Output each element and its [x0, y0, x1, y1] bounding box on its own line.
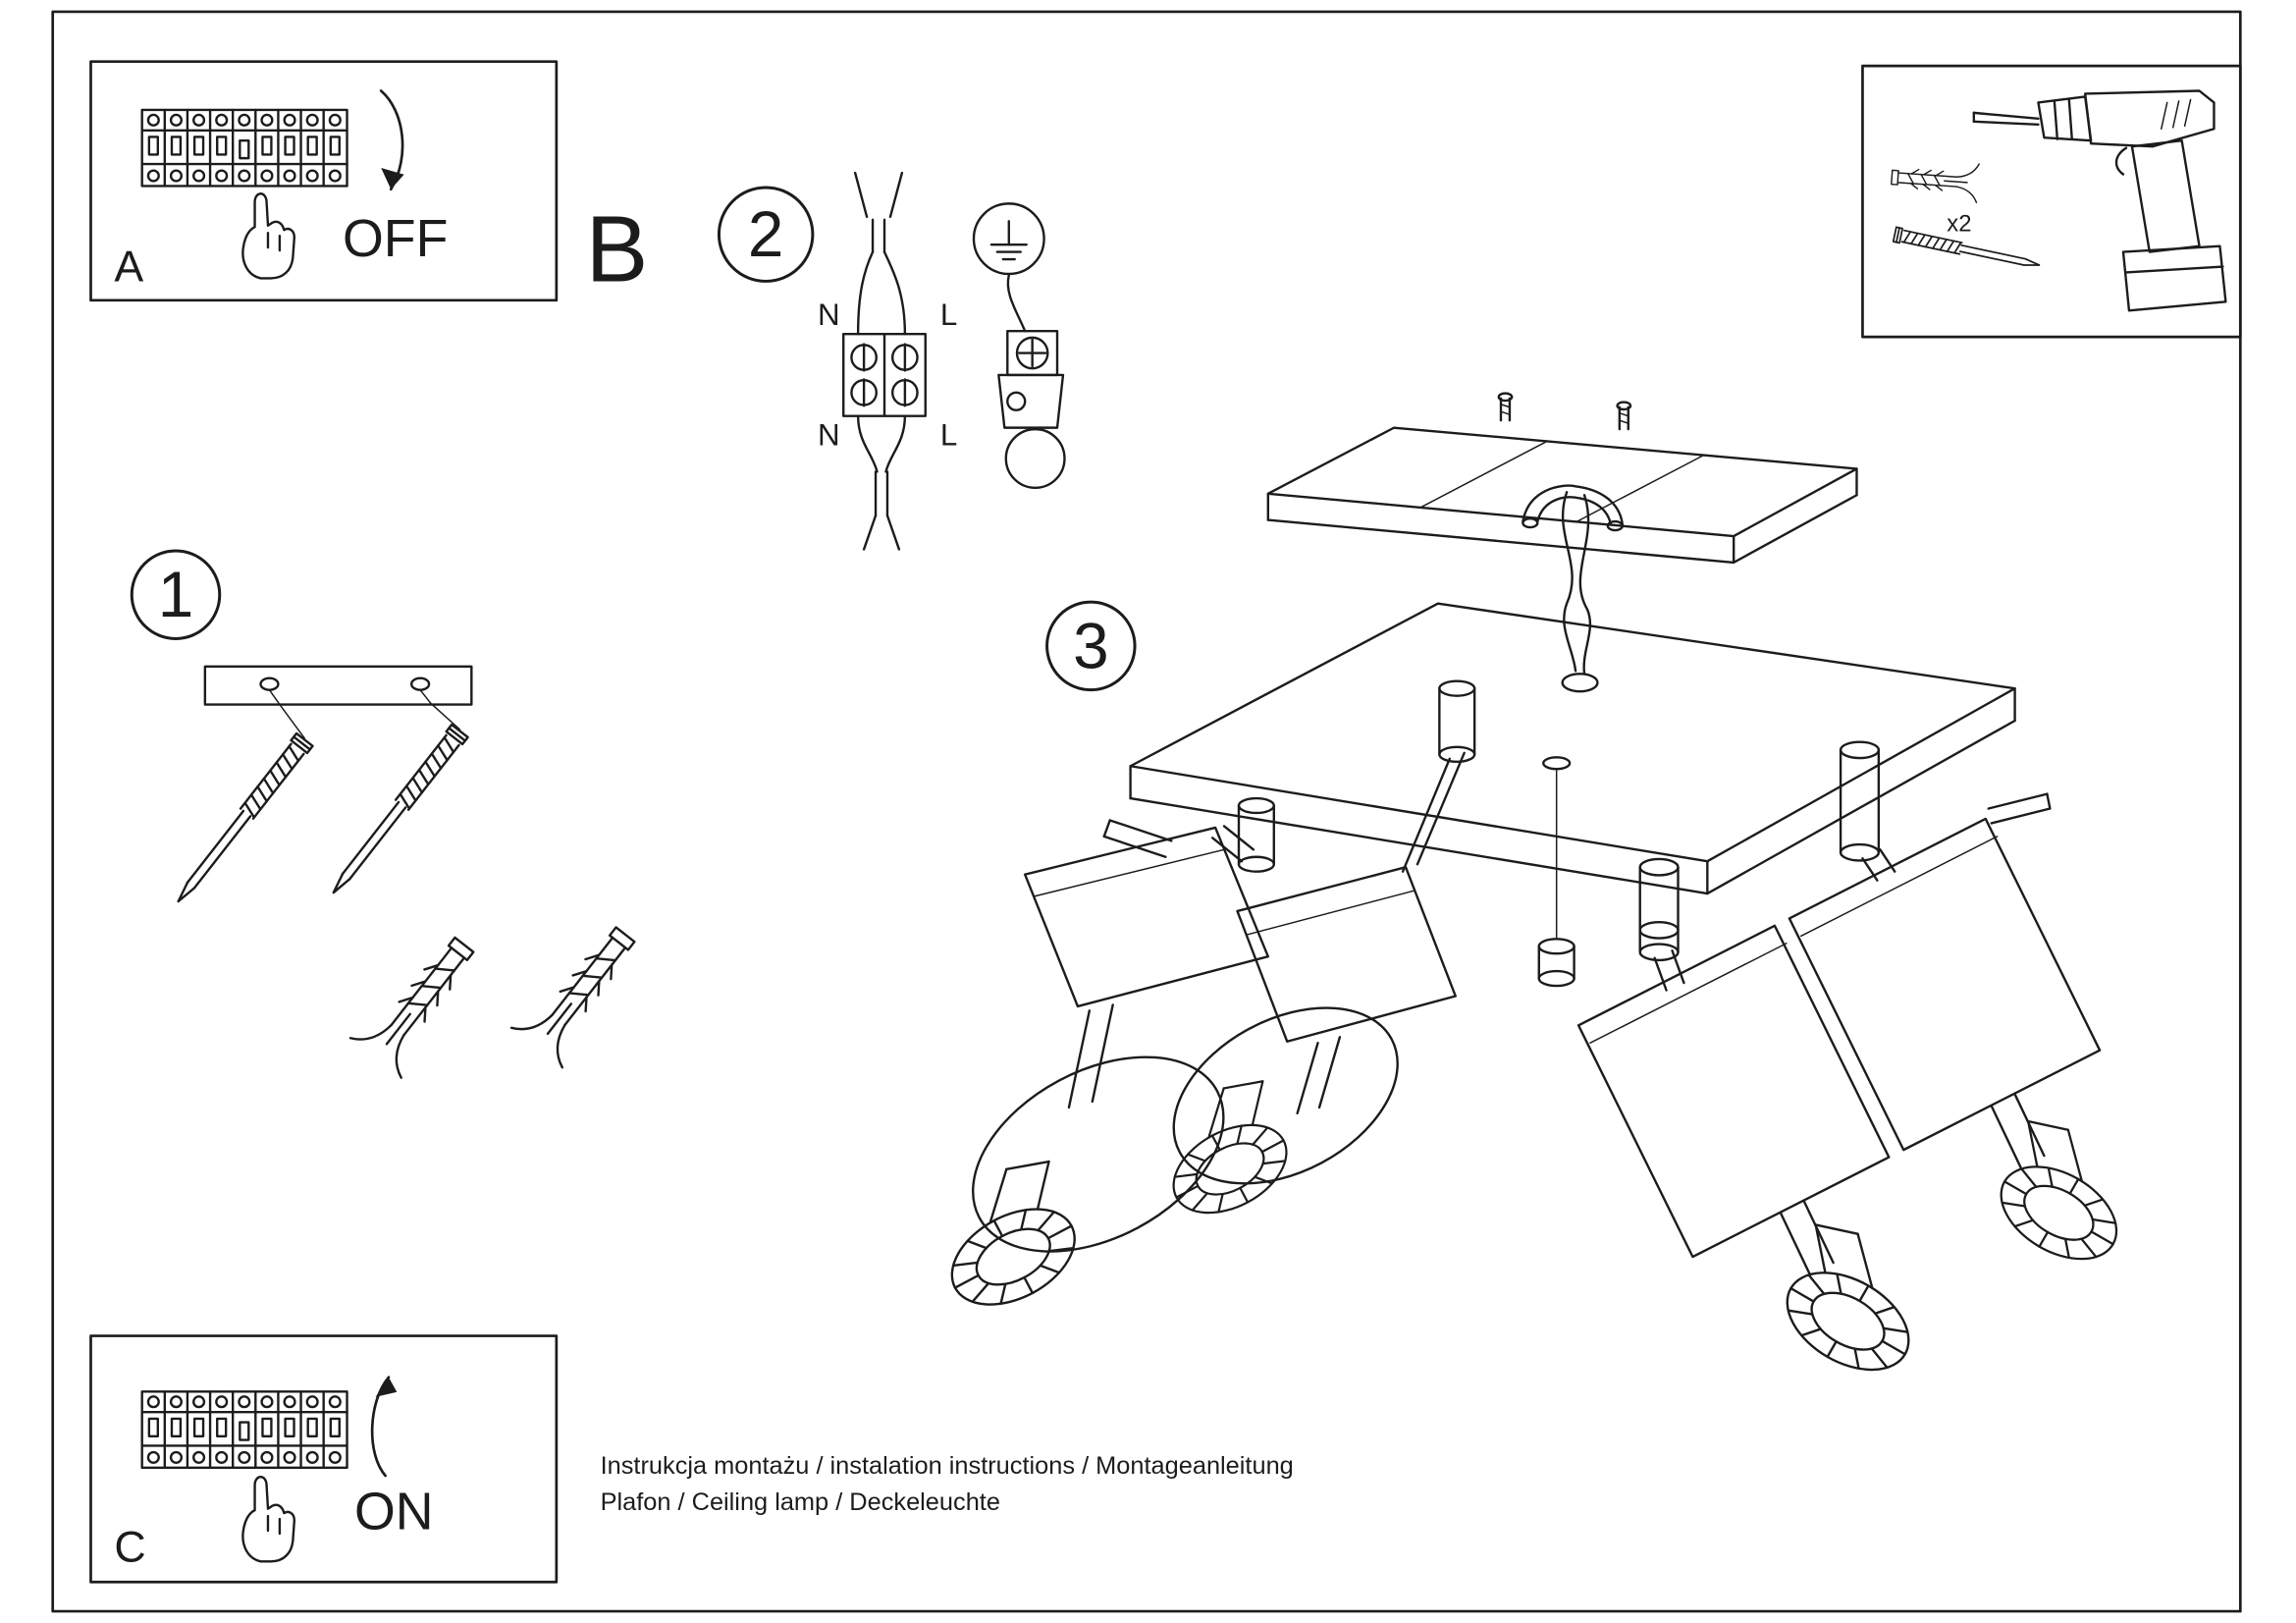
- earth-ground-figure: [972, 202, 1066, 489]
- step1-badge: 1: [130, 549, 222, 640]
- pivot-cylinder: [1638, 857, 1680, 962]
- wall-plug-icon: [509, 913, 653, 1069]
- lamp-assembly-figure: [916, 392, 2153, 1391]
- canopy-screw-icon: [1537, 756, 1575, 988]
- step1-number: 1: [158, 559, 193, 630]
- mounting-bracket-figure: [203, 665, 473, 739]
- box-a-label: A: [114, 242, 143, 291]
- tools-box-frame: [1861, 64, 2242, 339]
- gu10-bulb-icon: [1975, 1109, 2153, 1279]
- wire-l-top-label: L: [940, 298, 957, 332]
- switch-off-arrow-icon: [379, 89, 405, 191]
- ground-symbol-icon: [972, 202, 1045, 276]
- breaker-panel-icon: [140, 108, 348, 188]
- off-label: OFF: [343, 209, 448, 268]
- on-label: ON: [354, 1483, 434, 1542]
- mounting-screw-icon: [169, 731, 314, 909]
- footer-line2: Plafon / Ceiling lamp / Deckeleuchte: [601, 1488, 1000, 1516]
- wire: [1578, 494, 1592, 676]
- page-border: [51, 10, 2242, 1613]
- drill-icon: [1972, 89, 2227, 312]
- ground-terminal-icon: [997, 329, 1066, 489]
- lamp-base-plate-figure: [1102, 602, 2052, 895]
- box-a-power-off: A OFF: [89, 60, 559, 302]
- screw-tip-icon: [1616, 401, 1632, 431]
- hand-icon: [241, 1475, 296, 1563]
- spotlight-head: [1576, 924, 1891, 1276]
- terminal-wiring-figure: N L N L: [818, 171, 957, 551]
- pivot-cylinder: [1438, 679, 1476, 763]
- terminal-block: [842, 332, 927, 417]
- step2-badge: 2: [717, 186, 815, 283]
- wire-n-bottom-label: N: [818, 418, 840, 453]
- pivot-cylinder: [1237, 796, 1275, 873]
- spotlight-head: [1024, 825, 1270, 1109]
- wire-l-bottom-label: L: [940, 418, 957, 453]
- step3-number: 3: [1073, 610, 1108, 681]
- box-c-label: C: [114, 1522, 145, 1571]
- tools-box: x2: [1861, 64, 2242, 339]
- shade-rim: [1172, 1006, 1399, 1185]
- spotlight-head: [1236, 751, 1466, 1115]
- gu10-bulb-icon: [1140, 1069, 1311, 1232]
- gu10-bulb-icon: [1760, 1212, 1947, 1391]
- screw-tip-icon: [1497, 392, 1514, 422]
- box-c-frame: [89, 1334, 559, 1584]
- hand-icon: [241, 192, 296, 280]
- box-c-power-on: C ON: [89, 1334, 559, 1584]
- mounting-screw-icon: [324, 723, 469, 900]
- mounting-strap-icon: [1522, 484, 1625, 532]
- section-b-label: B: [586, 197, 649, 301]
- plug-quantity-label: x2: [1947, 211, 1971, 238]
- ceiling-plate-figure: [1266, 392, 1858, 676]
- footer-line1: Instrukcja montażu / instalation instruc…: [601, 1452, 1294, 1480]
- wall-plug-icon: [1890, 157, 1980, 203]
- step3-badge: 3: [1045, 600, 1137, 692]
- pivot-cylinder: [1839, 740, 1881, 862]
- step2-number: 2: [748, 198, 783, 270]
- box-a-frame: [89, 60, 559, 302]
- spotlight-head: [1788, 817, 2102, 1169]
- switch-on-arrow-icon: [370, 1376, 399, 1478]
- wire: [1561, 491, 1577, 673]
- shade-rim: [972, 1055, 1225, 1253]
- wall-plug-icon: [348, 923, 491, 1079]
- gu10-bulb-icon: [916, 1148, 1101, 1325]
- wire-n-top-label: N: [818, 298, 840, 332]
- breaker-panel-icon: [140, 1390, 348, 1470]
